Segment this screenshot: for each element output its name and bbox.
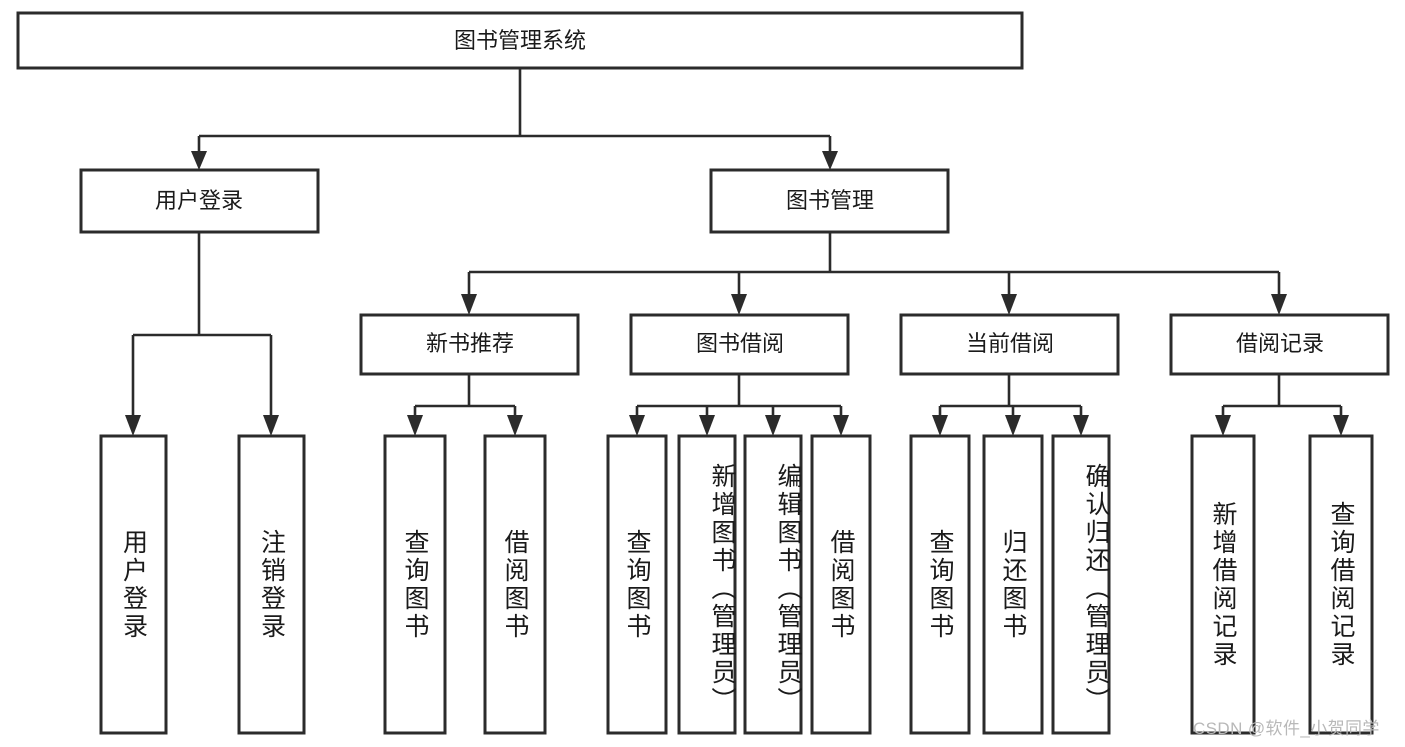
node-book-manage[interactable]: 图书管理 bbox=[709, 168, 950, 234]
node-book-borrow-box[interactable] bbox=[629, 313, 850, 376]
node-leaf-user-login-box[interactable] bbox=[99, 434, 168, 735]
node-root-label: 图书管理系统 bbox=[454, 28, 586, 53]
arrow-to-leaf-add-book bbox=[699, 415, 715, 436]
csdn-watermark: CSDN @软件_小贺同学 bbox=[1193, 719, 1380, 738]
node-leaf-query-record-box[interactable] bbox=[1308, 434, 1374, 735]
node-book-manage-box[interactable] bbox=[709, 168, 950, 234]
node-new-book-recommend-box[interactable] bbox=[359, 313, 580, 376]
arrow-to-leaf-return-book bbox=[1005, 415, 1021, 436]
node-borrow-record[interactable]: 借阅记录 bbox=[1169, 313, 1390, 376]
node-leaf-add-book-box[interactable] bbox=[677, 434, 737, 735]
node-leaf-query-book-rec-box[interactable] bbox=[383, 434, 447, 735]
arrow-to-leaf-borrow-book bbox=[833, 415, 849, 436]
node-book-borrow-label: 图书借阅 bbox=[696, 331, 784, 356]
node-current-borrow-box[interactable] bbox=[899, 313, 1120, 376]
node-user-login-label: 用户登录 bbox=[155, 188, 243, 213]
node-leaf-confirm-return-box[interactable] bbox=[1051, 434, 1111, 735]
arrow-to-book-borrow bbox=[731, 294, 747, 315]
arrow-to-leaf-query-record bbox=[1333, 415, 1349, 436]
arrow-to-new-book-recommend bbox=[461, 294, 477, 315]
node-leaf-add-record-box[interactable] bbox=[1190, 434, 1256, 735]
arrow-to-borrow-record bbox=[1271, 294, 1287, 315]
node-root-box[interactable] bbox=[16, 11, 1024, 70]
arrow-to-leaf-edit-book bbox=[765, 415, 781, 436]
connectors-layer bbox=[125, 68, 1349, 436]
node-new-book-recommend[interactable]: 新书推荐 bbox=[359, 313, 580, 376]
node-leaf-logout-box[interactable] bbox=[237, 434, 306, 735]
nodes-layer: 图书管理系统 用户登录 图书管理 新书推荐 图书借阅 当前 bbox=[16, 11, 1390, 735]
arrow-to-leaf-query-book-current bbox=[932, 415, 948, 436]
node-leaf-return-book-box[interactable] bbox=[982, 434, 1044, 735]
node-book-borrow[interactable]: 图书借阅 bbox=[629, 313, 850, 376]
arrow-to-book-manage bbox=[822, 151, 838, 170]
arrow-to-current-borrow bbox=[1001, 294, 1017, 315]
arrow-to-leaf-add-record bbox=[1215, 415, 1231, 436]
node-leaf-query-book-current-box[interactable] bbox=[909, 434, 971, 735]
node-current-borrow[interactable]: 当前借阅 bbox=[899, 313, 1120, 376]
arrow-to-leaf-user-login bbox=[125, 415, 141, 436]
node-current-borrow-label: 当前借阅 bbox=[966, 331, 1054, 356]
arrow-to-leaf-borrow-book-rec bbox=[507, 415, 523, 436]
arrow-to-leaf-query-book-borrow bbox=[629, 415, 645, 436]
node-user-login[interactable]: 用户登录 bbox=[79, 168, 320, 234]
node-root[interactable]: 图书管理系统 bbox=[16, 11, 1024, 70]
node-borrow-record-box[interactable] bbox=[1169, 313, 1390, 376]
node-leaf-query-book-borrow-box[interactable] bbox=[606, 434, 668, 735]
node-new-book-recommend-label: 新书推荐 bbox=[426, 331, 514, 356]
arrow-to-leaf-query-book-rec bbox=[407, 415, 423, 436]
node-leaf-edit-book-box[interactable] bbox=[743, 434, 803, 735]
arrow-to-leaf-confirm-return bbox=[1073, 415, 1089, 436]
node-user-login-box[interactable] bbox=[79, 168, 320, 234]
node-leaf-borrow-book-box[interactable] bbox=[810, 434, 872, 735]
node-borrow-record-label: 借阅记录 bbox=[1236, 331, 1324, 356]
node-book-manage-label: 图书管理 bbox=[786, 188, 874, 213]
arrow-to-user-login bbox=[191, 151, 207, 170]
node-leaf-borrow-book-rec-box[interactable] bbox=[483, 434, 547, 735]
arrow-to-leaf-logout bbox=[263, 415, 279, 436]
